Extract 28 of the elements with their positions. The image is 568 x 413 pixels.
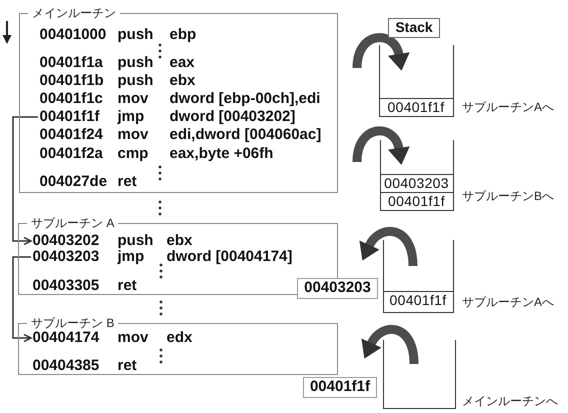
note-text: メインルーチンへ	[462, 393, 558, 409]
code-line: 004027de ret	[40, 172, 137, 190]
stack-container	[380, 140, 454, 211]
value-box: 00401f1f	[303, 377, 377, 398]
code-line: 00401f1c mov dword [ebp-00ch],edi	[40, 90, 320, 108]
stack-container	[379, 45, 454, 117]
code-line: 00401000 push ebp	[40, 26, 196, 44]
note-text: サブルーチンAへ	[462, 294, 554, 310]
code-line: 00401f1b push ebx	[40, 72, 196, 90]
value-box: 00403203	[297, 278, 378, 299]
code-line: 00401f2a cmp eax,byte +06fh	[40, 144, 274, 162]
stack-container	[383, 240, 454, 313]
code-line: 00403202 push ebx	[32, 232, 192, 250]
code-line: 00404174 mov edx	[32, 328, 192, 346]
connector-arrow	[12, 256, 32, 342]
code-line: 00403305 ret	[32, 276, 137, 294]
connector-arrow	[12, 116, 38, 246]
label-box: Stack	[388, 18, 440, 38]
box-title: サブルーチン B	[27, 314, 118, 330]
code-line: 00401f1f jmp dword [00403202]	[40, 108, 296, 126]
code-line: 00401f24 mov edi,dword [004060ac]	[40, 126, 322, 144]
code-line: 00403203 jmp dword [00404174]	[32, 248, 292, 266]
code-line: 00404385 ret	[32, 356, 137, 374]
code-line: 00401f1a push eax	[40, 54, 195, 72]
note-text: サブルーチンBへ	[462, 188, 554, 204]
stack-container	[383, 340, 456, 409]
box-title: サブルーチン A	[27, 214, 118, 230]
note-text: サブルーチンAへ	[462, 99, 554, 115]
